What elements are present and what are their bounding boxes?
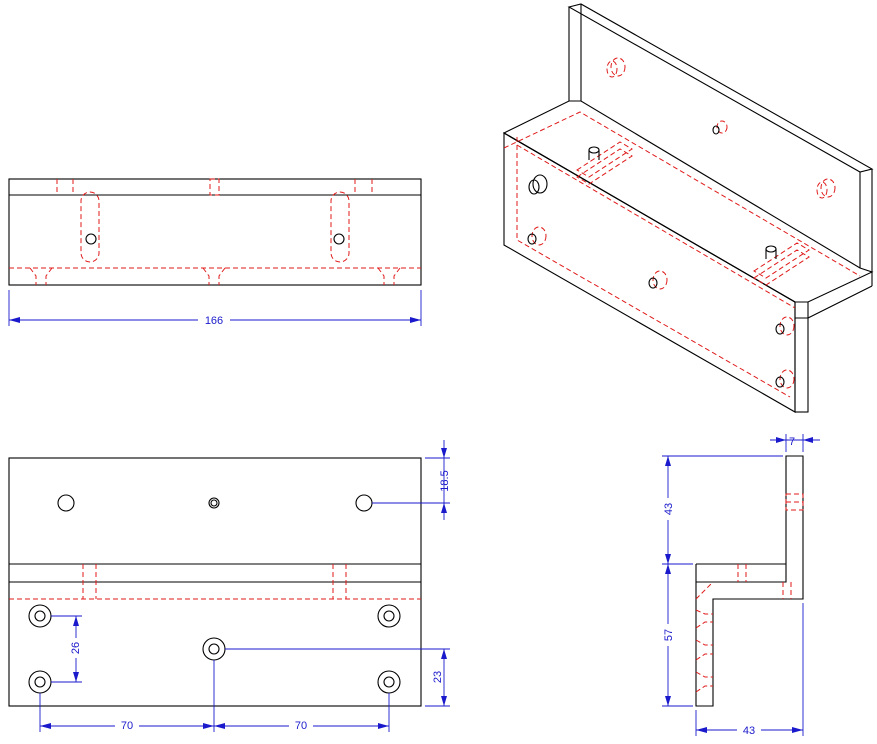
mount-hole	[57, 494, 75, 512]
isometric-view	[502, 3, 874, 413]
dim-top-width: 166	[205, 315, 223, 327]
top-view: 166	[8, 178, 422, 327]
mount-hole	[355, 494, 373, 512]
front-view: 18.5 23 26 70 70	[8, 440, 451, 732]
dim-hole-spacing-right: 70	[295, 720, 307, 732]
slot-hole	[333, 233, 345, 245]
dim-hole-spacing-left: 70	[121, 720, 133, 732]
dim-side-base-width: 43	[743, 725, 755, 737]
slot-hole	[85, 233, 97, 245]
dim-front-height: 18.5	[439, 470, 451, 491]
dim-side-thickness: 7	[789, 436, 795, 448]
dim-hole-spacing-vertical: 26	[70, 642, 82, 654]
dim-hole-offset: 23	[432, 671, 444, 683]
dim-side-lower-height: 57	[663, 629, 675, 641]
side-view: 7 43 57 43	[661, 434, 820, 737]
dim-side-upper-height: 43	[663, 503, 675, 515]
center-hole	[208, 497, 220, 509]
